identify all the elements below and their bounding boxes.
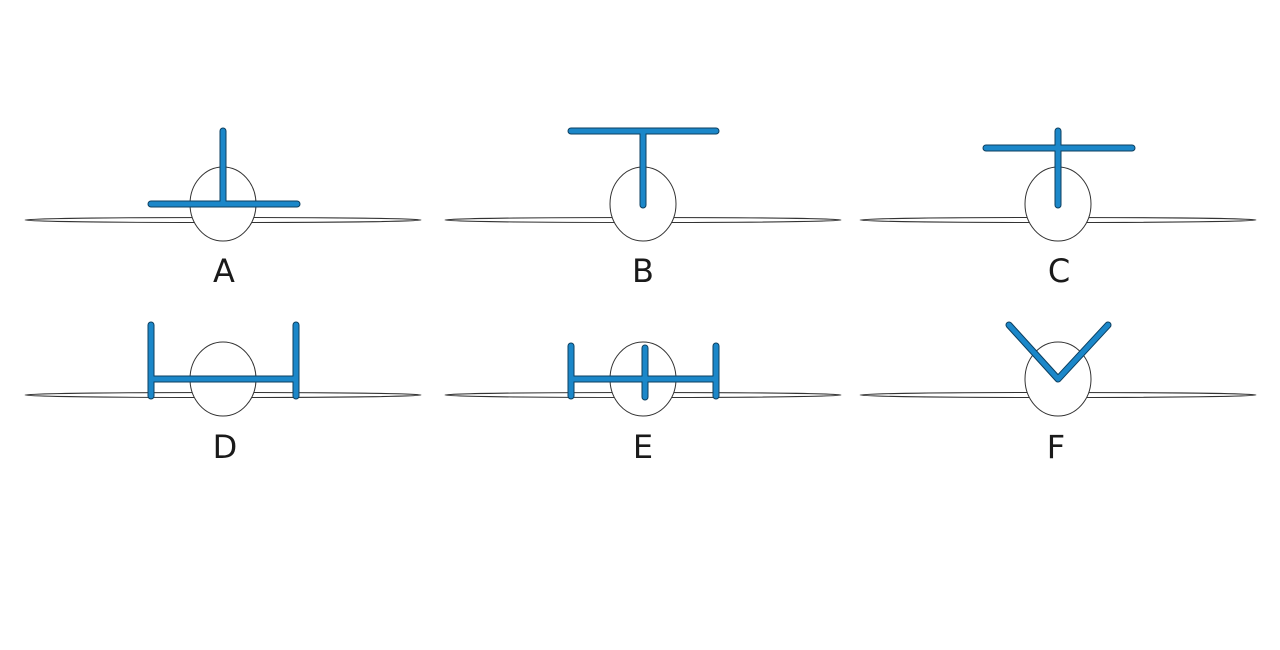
figure-e: E	[444, 341, 842, 466]
tail-a	[147, 127, 301, 208]
tail-e	[567, 342, 720, 401]
label-a: A	[213, 252, 235, 290]
tail-f	[1005, 321, 1112, 383]
label-b: B	[632, 252, 654, 290]
figure-b: B	[444, 127, 842, 290]
figure-c: C	[859, 127, 1257, 290]
tail-c	[982, 127, 1136, 209]
label-f: F	[1047, 428, 1065, 466]
label-c: C	[1048, 252, 1070, 290]
label-e: E	[633, 428, 653, 466]
figure-f: F	[859, 321, 1257, 466]
tail-b	[567, 127, 720, 209]
figure-d: D	[24, 321, 422, 466]
label-d: D	[213, 428, 238, 466]
tail-d	[147, 321, 300, 400]
figure-a: A	[24, 127, 422, 290]
